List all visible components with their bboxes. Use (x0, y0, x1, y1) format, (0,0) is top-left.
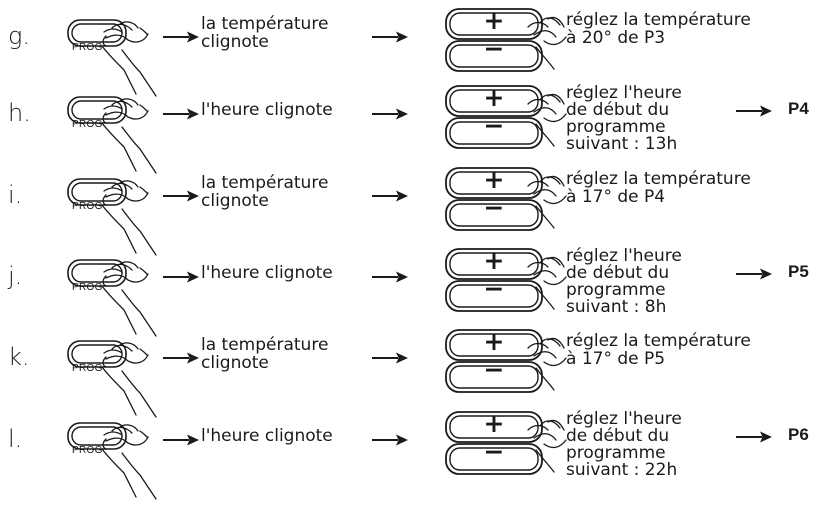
plus-button-glyph: + (483, 83, 505, 112)
description-line: la température (201, 335, 329, 355)
plus-minus-buttons-icon: +− (444, 83, 570, 168)
plus-button-glyph: + (483, 6, 505, 35)
instruction-line: réglez la température (566, 169, 751, 189)
description-line: la température (201, 173, 329, 193)
instruction-line: réglez l'heure (566, 246, 682, 266)
minus-button-glyph: − (483, 274, 505, 303)
instruction-line: suivant : 8h (566, 297, 667, 317)
instruction-line: réglez la température (566, 10, 751, 30)
instruction-line: de début du (566, 263, 670, 283)
prog-button-label: PROG (72, 42, 103, 53)
description-line: l'heure clignote (201, 100, 333, 120)
next-program-label: P6 (788, 425, 809, 444)
minus-button-glyph: − (483, 111, 505, 140)
step-letter: l. (8, 425, 23, 453)
instruction-line: programme (566, 443, 666, 463)
arrow-right-icon (372, 187, 408, 202)
plus-button-glyph: + (483, 165, 505, 194)
arrow-right-icon (736, 105, 772, 117)
arrow-right-icon (163, 105, 199, 120)
step-letter: h. (8, 99, 31, 127)
minus-button-glyph: − (483, 193, 505, 222)
prog-button-label: PROG (72, 201, 103, 212)
arrow-right-icon (163, 349, 199, 364)
next-program-label: P4 (788, 99, 809, 118)
step-letter: k. (8, 343, 30, 371)
arrow-right-icon (372, 349, 408, 364)
instruction-line: réglez l'heure (566, 83, 682, 103)
arrow-right-icon (372, 431, 408, 446)
description-line: clignote (201, 191, 269, 211)
instruction-line: de début du (566, 426, 670, 446)
prog-button-press-icon: PROG (66, 254, 162, 338)
arrow-right-icon (163, 187, 199, 202)
description-line: clignote (201, 32, 269, 52)
prog-button-label: PROG (72, 282, 103, 293)
description-line: l'heure clignote (201, 263, 333, 283)
arrow-right-icon (163, 268, 199, 283)
plus-button-glyph: + (483, 409, 505, 438)
instruction-line: suivant : 13h (566, 134, 678, 154)
description-line: la température (201, 14, 329, 34)
instruction-line: programme (566, 280, 666, 300)
step-letter: j. (8, 262, 23, 290)
arrow-right-icon (372, 28, 408, 43)
instruction-line: réglez l'heure (566, 409, 682, 429)
step-description: l'heure clignote (201, 264, 333, 282)
instruction-line: à 17° de P4 (566, 187, 666, 207)
instruction-line: à 20° de P3 (566, 28, 666, 48)
instruction-line: de début du (566, 100, 670, 120)
arrow-right-icon (163, 431, 199, 446)
prog-button-label: PROG (72, 363, 103, 374)
instruction-line: suivant : 22h (566, 460, 678, 480)
next-program-label: P5 (788, 262, 809, 281)
arrow-right-icon (736, 431, 772, 443)
step-letter: g. (8, 22, 31, 50)
plus-minus-buttons-icon: +− (444, 246, 570, 331)
prog-button-press-icon: PROG (66, 417, 162, 501)
description-line: clignote (201, 353, 269, 373)
plus-minus-buttons-icon: +− (444, 165, 570, 250)
arrow-right-icon (372, 105, 408, 120)
prog-button-press-icon: PROG (66, 91, 162, 175)
arrow-right-icon (163, 28, 199, 43)
prog-button-label: PROG (72, 445, 103, 456)
step-description: l'heure clignote (201, 427, 333, 445)
minus-button-glyph: − (483, 34, 505, 63)
plus-minus-buttons-icon: +− (444, 327, 570, 412)
instruction-line: programme (566, 117, 666, 137)
prog-button-press-icon: PROG (66, 335, 162, 419)
step-description: l'heure clignote (201, 101, 333, 119)
prog-button-press-icon: PROG (66, 173, 162, 257)
arrow-right-icon (372, 268, 408, 283)
step-letter: i. (8, 181, 23, 209)
plus-minus-buttons-icon: +− (444, 409, 570, 494)
instruction-line: à 17° de P5 (566, 349, 666, 369)
prog-button-label: PROG (72, 119, 103, 130)
minus-button-glyph: − (483, 355, 505, 384)
plus-minus-buttons-icon: +− (444, 6, 570, 91)
minus-button-glyph: − (483, 437, 505, 466)
prog-button-press-icon: PROG (66, 14, 162, 98)
arrow-right-icon (736, 268, 772, 280)
description-line: l'heure clignote (201, 426, 333, 446)
plus-button-glyph: + (483, 327, 505, 356)
plus-button-glyph: + (483, 246, 505, 275)
instruction-line: réglez la température (566, 331, 751, 351)
